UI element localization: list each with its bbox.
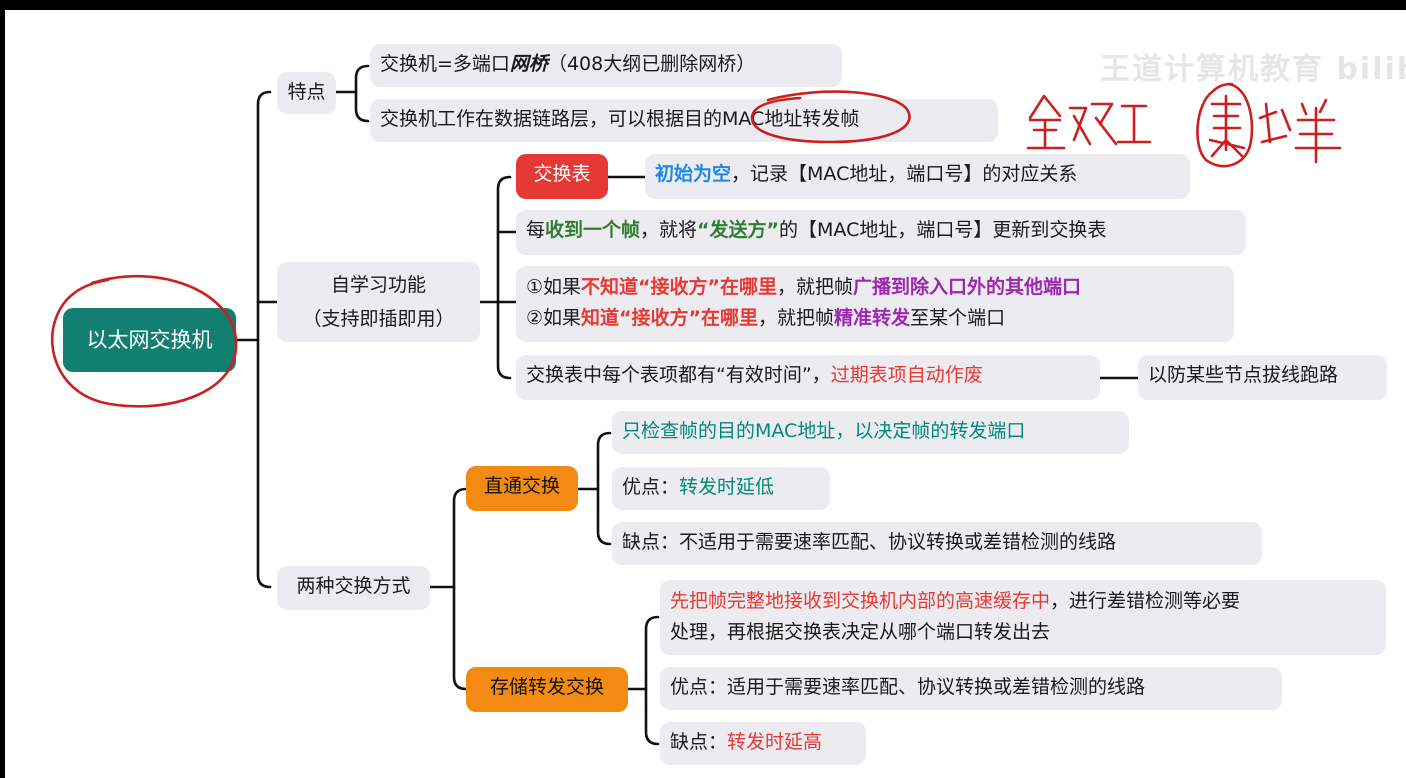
precise-forward-text: 精准转发 (834, 307, 911, 329)
features-node[interactable]: 特点 (277, 72, 336, 114)
feature-data-link-layer[interactable]: 交换机工作在数据链路层，可以根据目的MAC地址转发帧 (370, 99, 998, 142)
expiry-text: 交换表中每个表项都有“有效时间”， (526, 364, 831, 386)
desc-text: ，进行差错检测等必要 (1050, 590, 1241, 612)
forwarding-rules[interactable]: ①如果不知道“接收方”在哪里，就把帧广播到除入口外的其他端口 ②如果知道“接收方… (516, 266, 1234, 342)
feature-text: 交换机=多端口 (380, 53, 510, 75)
rule-unknown-receiver: ①如果不知道“接收方”在哪里，就把帧广播到除入口外的其他端口 (526, 272, 1224, 303)
cut-through-con[interactable]: 缺点：不适用于需要速率匹配、协议转换或差错检测的线路 (612, 522, 1262, 565)
expired-entries-text: 过期表项自动作废 (830, 364, 983, 386)
buffer-text: 先把帧完整地接收到交换机内部的高速缓存中 (670, 590, 1051, 612)
broadcast-text: 广播到除入口外的其他端口 (853, 276, 1082, 298)
entry-expiry-rule[interactable]: 交换表中每个表项都有“有效时间”，过期表项自动作废 (516, 355, 1100, 400)
high-latency-text: 转发时延高 (727, 731, 823, 753)
store-forward-pro[interactable]: 优点：适用于需要速率匹配、协议转换或差错检测的线路 (660, 667, 1282, 710)
rule-text: 至某个端口 (910, 307, 1006, 329)
unknown-receiver-text: 不知道“接收方”在哪里 (581, 276, 778, 298)
store-forward-node[interactable]: 存储转发交换 (466, 667, 628, 712)
root-node[interactable]: 以太网交换机 (63, 308, 236, 372)
self-learning-node[interactable]: 自学习功能 （支持即插即用） (277, 262, 480, 342)
con-label: 缺点： (670, 731, 728, 753)
watermark: 王道计算机教育 bilibili (1100, 52, 1406, 87)
bridge-emphasis: 网桥 (509, 53, 548, 75)
rule-known-receiver: ②如果知道“接收方”在哪里，就把帧精准转发至某个端口 (526, 303, 1224, 334)
switch-table-desc[interactable]: 初始为空，记录【MAC地址，端口号】的对应关系 (645, 154, 1190, 199)
cut-through-desc[interactable]: 只检查帧的目的MAC地址，以决定帧的转发端口 (612, 411, 1129, 454)
self-learning-title: 自学习功能 (330, 274, 426, 296)
store-forward-desc-line1: 先把帧完整地接收到交换机内部的高速缓存中，进行差错检测等必要 (670, 586, 1376, 617)
expiry-reason-note[interactable]: 以防某些节点拔线跑路 (1138, 355, 1387, 400)
pro-label: 优点： (622, 476, 680, 498)
rule-text: ②如果 (526, 307, 582, 329)
cut-through-pro[interactable]: 优点：转发时延低 (612, 467, 830, 510)
store-forward-desc[interactable]: 先把帧完整地接收到交换机内部的高速缓存中，进行差错检测等必要 处理，再根据交换表… (660, 580, 1386, 655)
update-text: 每 (526, 219, 546, 241)
feature-text-note: （408大纲已删除网桥） (547, 53, 756, 75)
learning-update-rule[interactable]: 每收到一个帧，就将“发送方”的【MAC地址，端口号】更新到交换表 (516, 210, 1246, 255)
initial-empty-text: 初始为空 (655, 163, 732, 185)
update-text: 的【MAC地址，端口号】更新到交换表 (779, 219, 1107, 241)
rule-text: ，就把帧 (777, 276, 854, 298)
cut-through-node[interactable]: 直通交换 (466, 466, 578, 511)
low-latency-text: 转发时延低 (679, 476, 775, 498)
feature-multiport-bridge[interactable]: 交换机=多端口网桥（408大纲已删除网桥） (370, 44, 842, 87)
rule-text: ，就把帧 (758, 307, 835, 329)
switching-methods-node[interactable]: 两种交换方式 (277, 566, 430, 610)
switch-table-node[interactable]: 交换表 (516, 154, 608, 199)
self-learning-subtitle: （支持即插即用） (302, 308, 455, 330)
known-receiver-text: 知道“接收方”在哪里 (581, 307, 759, 329)
update-text: ，就将 (640, 219, 698, 241)
rule-text: ①如果 (526, 276, 582, 298)
store-forward-con[interactable]: 缺点：转发时延高 (660, 722, 866, 765)
table-desc-rest: ，记录【MAC地址，端口号】的对应关系 (731, 163, 1078, 185)
store-forward-desc-line2: 处理，再根据交换表决定从哪个端口转发出去 (670, 621, 1051, 643)
sender-text: “发送方” (697, 219, 780, 241)
receive-frame-text: 收到一个帧 (545, 219, 641, 241)
